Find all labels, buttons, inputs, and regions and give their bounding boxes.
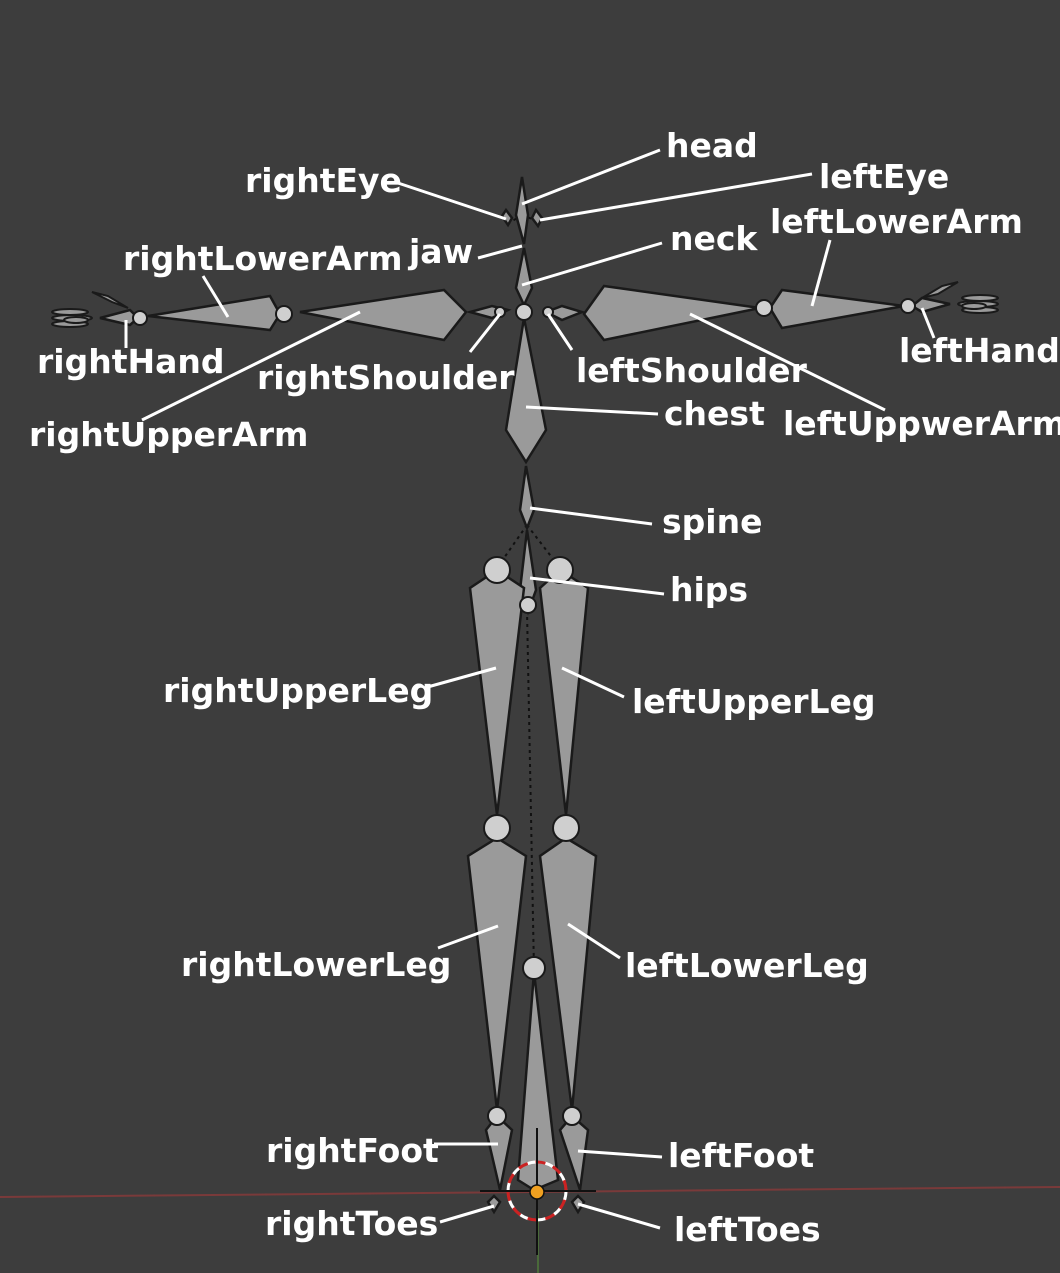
label-right-lower-leg: rightLowerLeg xyxy=(181,945,451,984)
bone-left-lower-leg xyxy=(538,836,598,1111)
label-left-shoulder: leftShoulder xyxy=(576,351,808,390)
label-right-eye: rightEye xyxy=(245,161,402,200)
bone-left-hand xyxy=(909,296,951,314)
bone-right-upper-arm xyxy=(299,288,468,342)
leader-lines xyxy=(124,148,936,1230)
bone-right-toes xyxy=(486,1194,502,1215)
label-right-upper-arm: rightUpperArm xyxy=(29,415,308,454)
label-right-hand: rightHand xyxy=(37,342,224,381)
bone-left-lower-arm xyxy=(768,288,905,330)
label-left-lower-arm: leftLowerArm xyxy=(770,202,1023,241)
label-right-toes: rightToes xyxy=(265,1204,438,1243)
label-left-eye: leftEye xyxy=(819,157,949,196)
bone-left-upper-leg xyxy=(538,568,590,816)
label-left-hand: leftHand xyxy=(899,331,1060,370)
bone-right-lower-leg xyxy=(466,836,528,1111)
label-hips: hips xyxy=(670,570,748,609)
label-right-shoulder: rightShoulder xyxy=(257,358,515,397)
joints xyxy=(132,298,916,1126)
bone-right-lower-arm xyxy=(147,294,282,332)
bone-right-eye xyxy=(500,207,514,228)
label-left-foot: leftFoot xyxy=(668,1136,814,1175)
bone-neck xyxy=(514,247,534,308)
object-origin-icon xyxy=(529,1184,545,1200)
label-left-upper-leg: leftUpperLeg xyxy=(632,682,876,721)
label-left-lower-leg: leftLowerLeg xyxy=(625,946,869,985)
label-jaw: jaw xyxy=(407,232,473,271)
left-fingers xyxy=(921,281,999,314)
label-right-lower-arm: rightLowerArm xyxy=(123,239,403,278)
label-head: head xyxy=(666,126,758,165)
bone-labels: head rightEye leftEye jaw neck rightLowe… xyxy=(29,126,1060,1249)
bone-right-hand xyxy=(99,308,140,327)
label-neck: neck xyxy=(670,219,758,258)
bones xyxy=(51,176,999,1215)
bone-right-upper-leg xyxy=(468,568,526,816)
bone-spine xyxy=(518,465,536,532)
label-left-toes: leftToes xyxy=(674,1210,821,1249)
bone-chest xyxy=(504,317,548,465)
label-right-upper-leg: rightUpperLeg xyxy=(163,671,433,710)
right-fingers xyxy=(51,291,129,328)
bone-left-upper-arm xyxy=(582,284,761,342)
bone-left-shoulder xyxy=(542,304,586,322)
bone-right-foot xyxy=(484,1114,514,1191)
bone-left-eye xyxy=(530,207,544,229)
label-chest: chest xyxy=(664,394,765,433)
label-spine: spine xyxy=(662,502,762,541)
label-right-foot: rightFoot xyxy=(266,1131,439,1170)
label-left-upper-arm: leftUppwerArm xyxy=(783,404,1060,443)
bone-head xyxy=(514,176,530,245)
